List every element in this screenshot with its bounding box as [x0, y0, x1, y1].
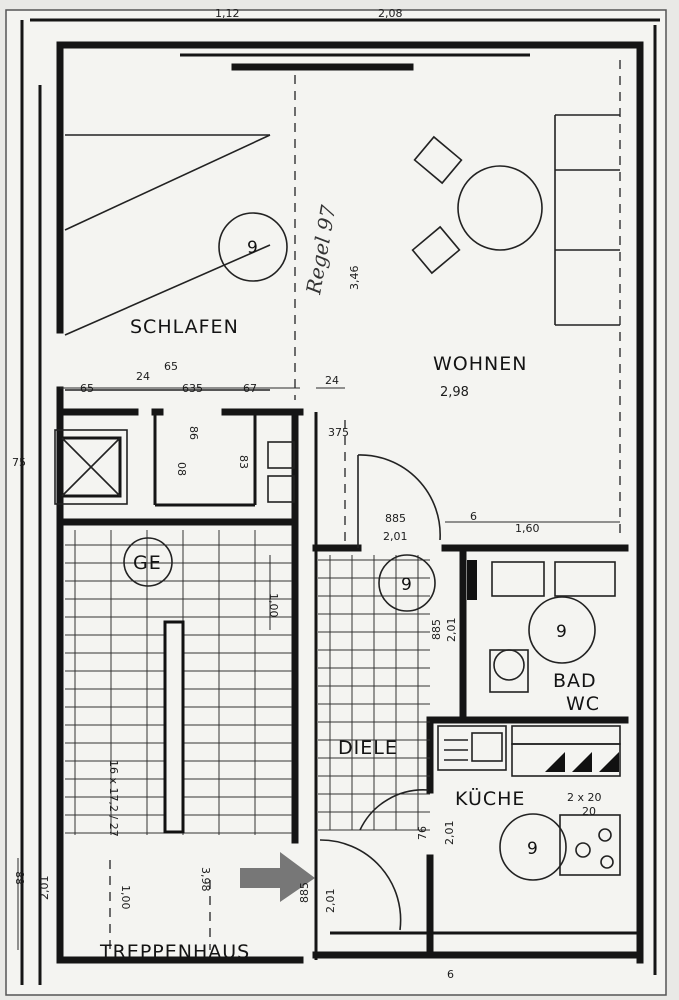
ceiling-mark-diele: 9 [378, 554, 436, 612]
room-label-treppenhaus: TREPPENHAUS [99, 941, 250, 963]
dim-kueche-76: 76 [416, 826, 429, 840]
dim-65: 65 [164, 360, 178, 373]
dim-24-right: 24 [325, 374, 339, 387]
dim-375: 375 [328, 426, 349, 439]
dimension-lines [17, 387, 620, 950]
room-label-schlafen: SCHLAFEN [130, 316, 239, 338]
wohnen-width: 2,98 [440, 385, 469, 400]
paper-sheet [5, 9, 667, 996]
ceiling-mark-label: 9 [401, 575, 412, 595]
room-label-diele: DIELE [338, 737, 398, 759]
dim-885b: 885 [298, 882, 311, 903]
dim-ge-100: 1,00 [267, 593, 280, 618]
ventilation-shaft [54, 429, 128, 505]
ceiling-mark-schlafen: 9 [218, 212, 288, 282]
bathroom-fixtures [467, 560, 616, 693]
dim-kueche-20: 20 [582, 805, 596, 818]
bed [64, 134, 271, 391]
room-label-ge: GE [133, 552, 162, 574]
dining-set [411, 114, 620, 326]
dim-65-left: 65 [80, 382, 94, 395]
outer-walls [20, 18, 660, 985]
ge-circle: GE [123, 537, 173, 587]
room-label-wohnen: WOHNEN [433, 353, 527, 375]
dim-stair-100: 1,00 [119, 885, 132, 910]
dim-shaft-83: 83 [237, 455, 250, 469]
diele-grid [318, 555, 430, 831]
dim-top-right: 2,08 [378, 7, 403, 20]
ceiling-mark-kueche: 9 [499, 813, 567, 881]
chimney-block-1 [267, 441, 295, 469]
dim-bad-885: 885 [430, 619, 443, 640]
dim-635: 635 [182, 382, 203, 395]
dim-door-201: 2,01 [383, 530, 408, 543]
dim-side-75: 75 [12, 456, 26, 469]
dim-67: 67 [243, 382, 257, 395]
room-label-bad: BAD [553, 670, 597, 692]
dim-bad-201: 2,01 [445, 618, 458, 643]
kitchen-counter [437, 725, 621, 876]
dim-201b: 2,01 [324, 889, 337, 914]
dim-top-left: 1,12 [215, 7, 240, 20]
ceiling-mark-bad: 9 [528, 596, 596, 664]
room-label-kueche: KÜCHE [455, 787, 525, 810]
entrance-arrow [240, 852, 315, 902]
ceiling-mark-label: 9 [527, 839, 538, 859]
dim-kueche-note: 2 x 20 [567, 791, 602, 804]
dim-stair-398: 3,98 [199, 867, 212, 892]
dim-kueche-201: 2,01 [443, 821, 456, 846]
dim-door-885: 885 [385, 512, 406, 525]
dim-wohnen-depth: 3,46 [348, 266, 361, 291]
room-label-wc: WC [566, 693, 600, 715]
dim-bad-6: 6 [470, 510, 477, 523]
dim-shaft-08: 08 [175, 462, 188, 476]
dim-left-201: 2,01 [38, 876, 51, 901]
dim-shaft-86: 86 [187, 426, 200, 440]
stair-eye [163, 620, 185, 834]
dim-left-88: 88 [14, 871, 27, 885]
ceiling-mark-label: 9 [556, 622, 567, 642]
interior-walls [56, 408, 644, 964]
dashed-lines [109, 60, 621, 950]
ceiling-mark-label: 9 [247, 238, 258, 258]
chimney-block-2 [267, 475, 295, 503]
door-swings [319, 454, 441, 931]
dim-24: 24 [136, 370, 150, 383]
dim-bottom-6: 6 [447, 968, 454, 981]
dim-bad-160: 1,60 [515, 522, 540, 535]
dim-stair-note: 16 x 17,2 / 27 [107, 760, 120, 837]
